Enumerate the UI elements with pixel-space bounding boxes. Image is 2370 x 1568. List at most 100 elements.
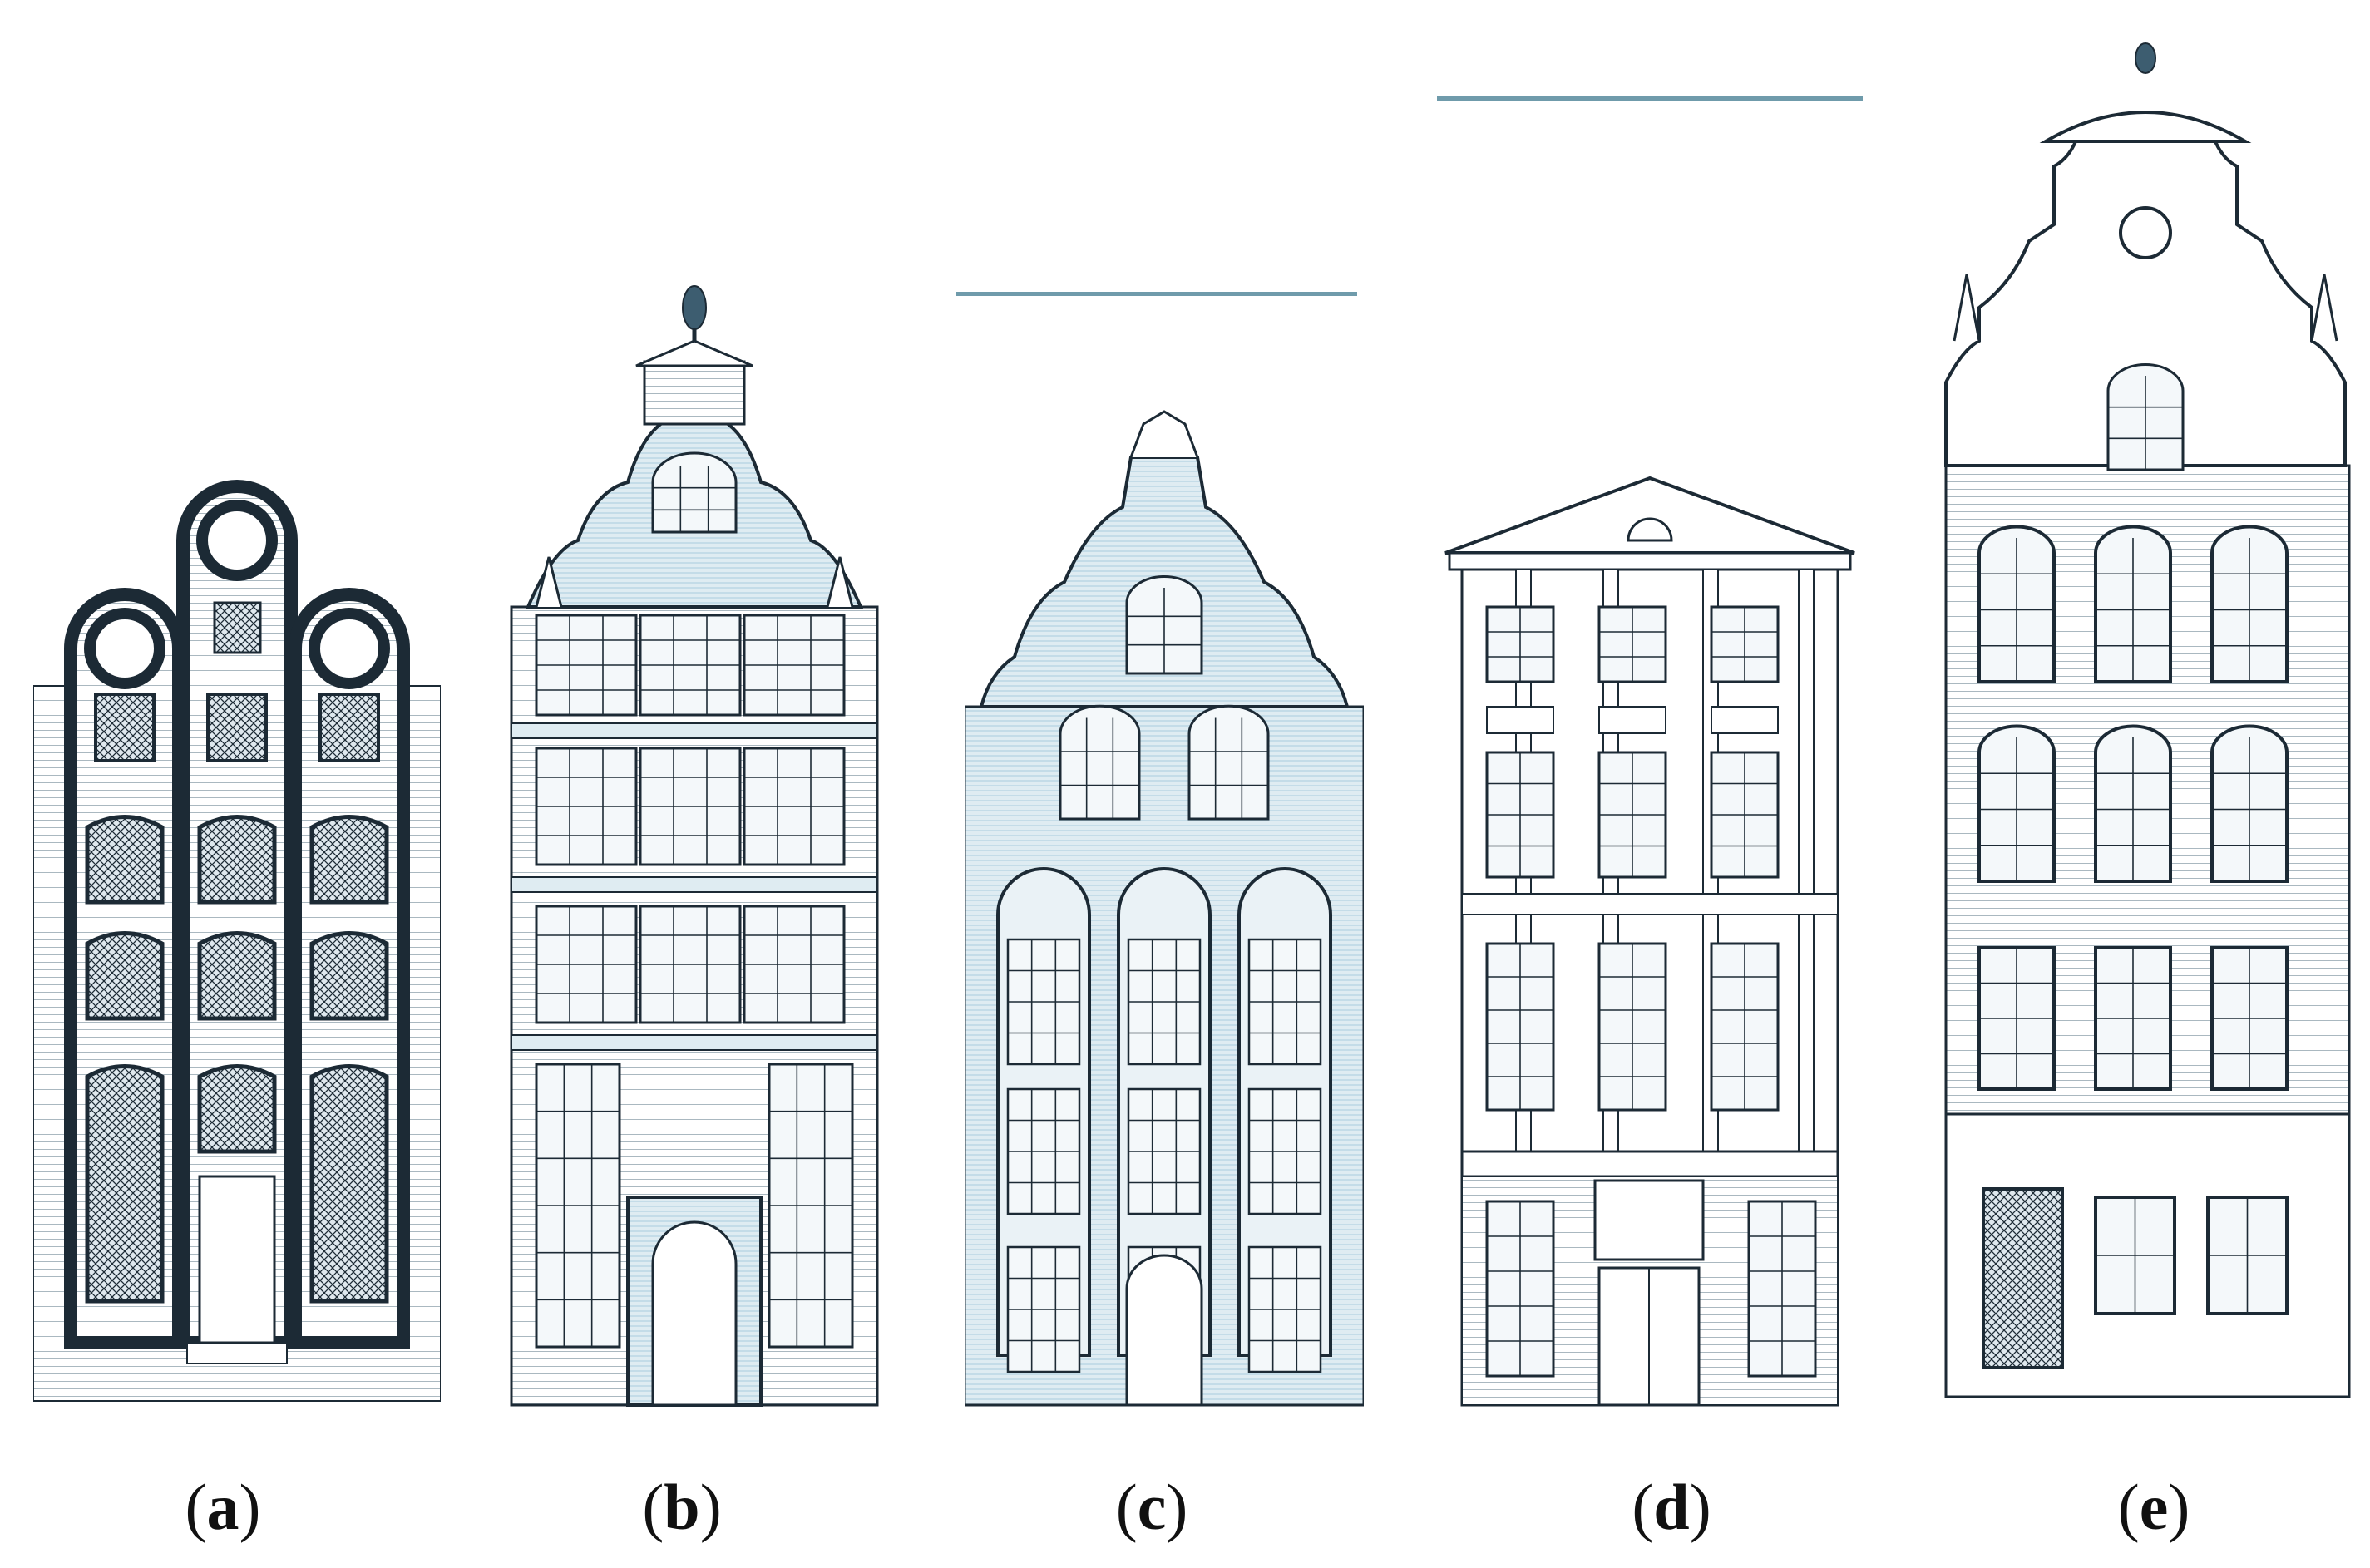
window [1597,942,1667,1112]
window [651,451,738,534]
window-frame [1059,704,1141,821]
niche [213,601,262,654]
window [2210,525,2289,683]
lattice-window [197,931,277,1021]
entrance-door [198,1175,276,1344]
window [1059,704,1141,821]
gable-medallion [2119,206,2172,259]
window [2210,724,2289,883]
window [639,747,742,866]
obelisk [535,556,563,608]
window [1006,1245,1081,1373]
gable-crown [635,339,753,367]
lattice-window [318,693,380,762]
cornice [511,876,878,893]
oculus [196,500,278,581]
facade-c [965,410,1364,1407]
height-guide-line-d [1437,96,1863,101]
label-c: (c) [1115,1471,1188,1543]
window [1977,525,2056,683]
lattice-window [197,815,277,905]
cornice [1461,893,1839,915]
window [1485,942,1555,1112]
lunette [1627,517,1673,542]
window-frame [651,451,738,534]
window-panel [1486,706,1554,734]
oculus [309,608,390,689]
facade-a [33,480,441,1402]
window [1485,1200,1555,1378]
window [639,905,742,1024]
window [1247,1245,1322,1373]
window-panel [1598,706,1666,734]
lattice-window [94,693,156,762]
portal-door [651,1220,738,1407]
window [535,1063,621,1349]
window [1187,704,1270,821]
lattice-window [197,1064,277,1154]
window [639,614,742,717]
window [1977,724,2056,883]
window [535,614,638,717]
window [1485,605,1555,683]
lattice-door [1982,1187,2064,1369]
gable-finial [2135,42,2156,74]
entablature [1448,551,1852,571]
window [2094,946,2172,1091]
pinnacle [2310,274,2338,342]
gable-attic [643,360,746,426]
gable-finial [1129,410,1199,458]
label-d: (d) [1632,1471,1711,1543]
facade-b [510,285,879,1407]
obelisk [826,556,854,608]
lattice-window [309,815,389,905]
window [743,905,846,1024]
lattice-window [85,1064,165,1304]
facade-d [1444,476,1855,1407]
window [1127,938,1202,1066]
lattice-window [85,815,165,905]
pinnacle [1953,274,1981,342]
label-b: (b) [642,1471,722,1543]
window [743,614,846,717]
window [1710,751,1780,879]
entrance-door [1125,1254,1203,1407]
window [1247,1087,1322,1215]
window-panel [1711,706,1779,734]
window [2094,1196,2176,1315]
window-frame [1187,704,1270,821]
oculus [84,608,165,689]
window [2106,363,2185,471]
window [1710,942,1780,1112]
pilaster [1798,569,1815,1169]
window [1006,938,1081,1066]
window [1247,938,1322,1066]
window [2094,724,2172,883]
entrance-step [186,1342,288,1364]
gable-cap [2039,111,2252,143]
neptune-statue [682,285,707,330]
lattice-window [206,693,268,762]
label-e: (e) [2117,1471,2190,1543]
facade-e [1944,42,2351,1398]
window [535,747,638,866]
window [2206,1196,2289,1315]
window [1125,575,1203,675]
window [535,905,638,1024]
cornice [1460,1150,1839,1178]
lattice-window [309,1064,389,1304]
window [1597,751,1667,879]
lattice-window [85,931,165,1021]
window [1710,605,1780,683]
height-guide-line-c [956,292,1357,296]
window [1597,605,1667,683]
window [768,1063,854,1349]
cornice [511,1034,878,1051]
window [1006,1087,1081,1215]
window [743,747,846,866]
door-overlight [1593,1179,1705,1261]
window [2094,525,2172,683]
lattice-window [309,931,389,1021]
window [1485,751,1555,879]
